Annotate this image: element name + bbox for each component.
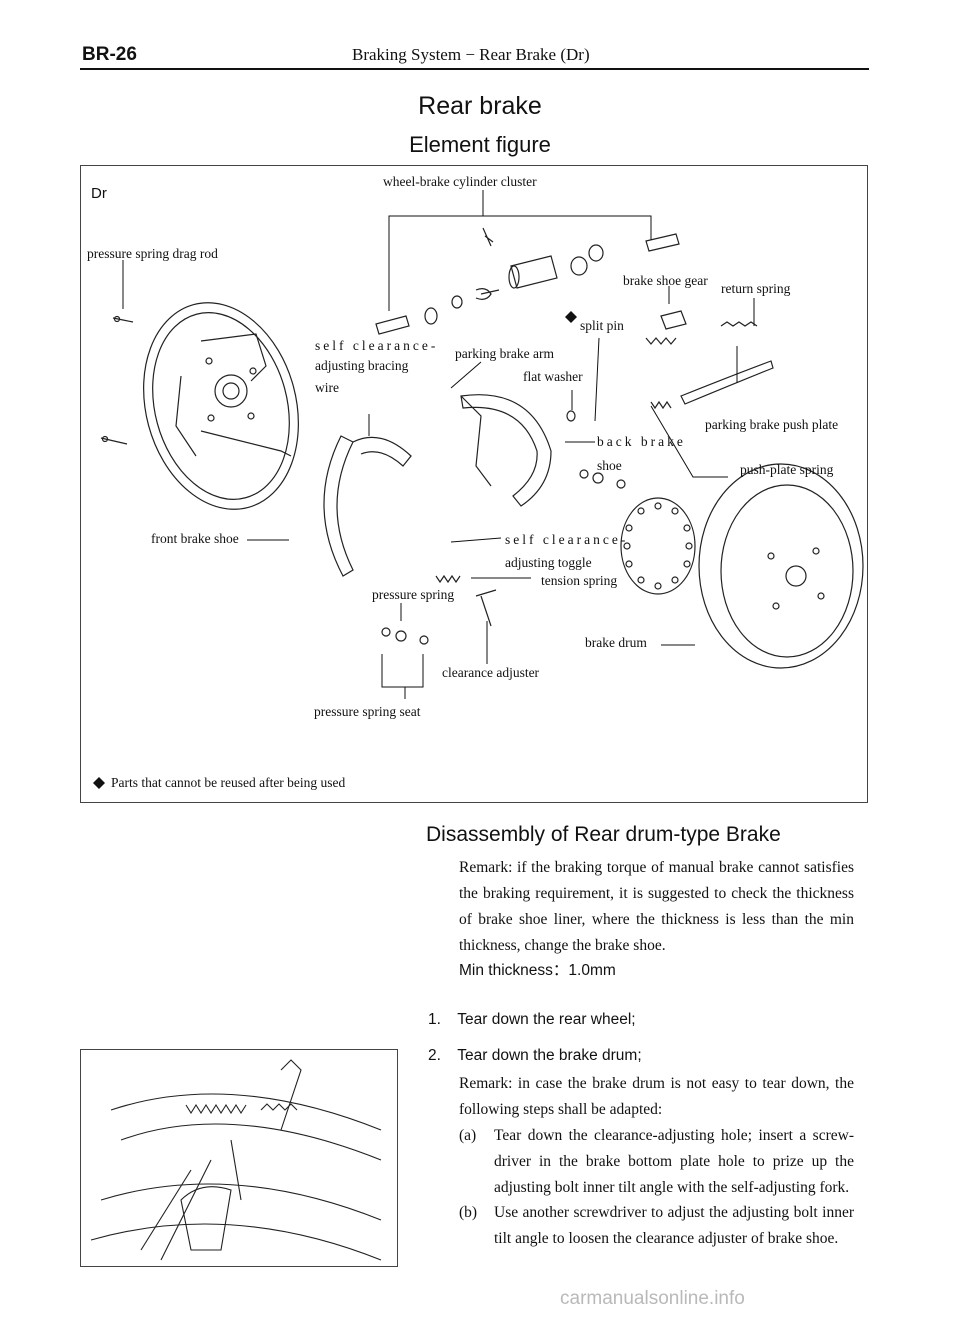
label-self-clear-wire-3: wire xyxy=(315,380,339,395)
figure-variant: Dr xyxy=(91,185,107,202)
label-brake-drum: brake drum xyxy=(585,635,647,650)
drum-removal-illustration xyxy=(80,1049,398,1267)
label-toggle-1: self clearance- xyxy=(505,532,629,547)
label-back-shoe-1: back brake xyxy=(597,434,686,449)
substep-text: Use another screwdriver to adjust the ad… xyxy=(494,1204,854,1247)
label-self-clear-wire-2: adjusting bracing xyxy=(315,358,409,373)
label-spring-seat: pressure spring seat xyxy=(314,704,421,719)
main-title: Rear brake xyxy=(418,92,542,120)
substep-label: (a) xyxy=(459,1127,477,1144)
brake-shoes-illustration xyxy=(323,394,552,577)
label-tension-spring: tension spring xyxy=(541,573,618,588)
backing-plate-illustration xyxy=(143,302,299,510)
min-thickness: Min thickness：1.0mm xyxy=(459,962,616,979)
label-toggle-2: adjusting toggle xyxy=(505,555,592,570)
step-text: Tear down the brake drum; xyxy=(457,1047,642,1064)
label-self-clear-wire-1: self clearance- xyxy=(315,338,439,353)
page-code: BR-26 xyxy=(82,44,137,65)
label-push-plate-spring: push-plate spring xyxy=(740,462,834,477)
label-push-plate: parking brake push plate xyxy=(705,417,839,432)
label-return-spring: return spring xyxy=(721,281,791,296)
flange-plate-illustration xyxy=(620,497,696,595)
figure-note: Parts that cannot be reused after being … xyxy=(111,775,346,790)
element-figure: Dr wheel-brake cylinder cluster pressure… xyxy=(80,165,868,803)
exploded-diagram xyxy=(93,190,864,789)
sub-title: Element figure xyxy=(409,132,551,157)
section-title: Disassembly of Rear drum-type Brake xyxy=(426,823,781,846)
step-text: Tear down the rear wheel; xyxy=(457,1011,636,1028)
brake-drum-illustration xyxy=(698,463,864,669)
remark-paragraph: Remark: if the braking torque of manual … xyxy=(459,859,854,954)
step-number: 2. xyxy=(428,1047,441,1064)
substep-text: Tear down the clearance-adjusting hole; … xyxy=(494,1127,854,1196)
step-1: 1. Tear down the rear wheel; xyxy=(428,1011,636,1029)
diamond-marker-icon xyxy=(93,777,105,789)
label-wheel-cylinder: wheel-brake cylinder cluster xyxy=(383,174,537,189)
label-clearance-adjuster: clearance adjuster xyxy=(442,665,540,680)
wheel-cylinder-illustration xyxy=(375,227,680,335)
label-parking-arm: parking brake arm xyxy=(455,346,554,361)
label-pressure-spring: pressure spring xyxy=(372,587,455,602)
watermark: carmanualsonline.info xyxy=(560,1288,745,1309)
step-number: 1. xyxy=(428,1011,441,1028)
diamond-marker-icon xyxy=(565,311,577,323)
step2-remark: Remark: in case the brake drum is not ea… xyxy=(459,1075,854,1118)
label-shoe-gear: brake shoe gear xyxy=(623,273,708,288)
page-header-title: Braking System − Rear Brake (Dr) xyxy=(352,45,590,64)
step-2: 2. Tear down the brake drum; xyxy=(428,1047,642,1065)
label-drag-rod: pressure spring drag rod xyxy=(87,246,218,261)
label-front-shoe: front brake shoe xyxy=(151,531,239,546)
header-rule xyxy=(80,68,869,70)
label-split-pin: split pin xyxy=(580,318,624,333)
label-flat-washer: flat washer xyxy=(523,369,583,384)
substep-label: (b) xyxy=(459,1204,478,1221)
label-back-shoe-2: shoe xyxy=(597,458,622,473)
